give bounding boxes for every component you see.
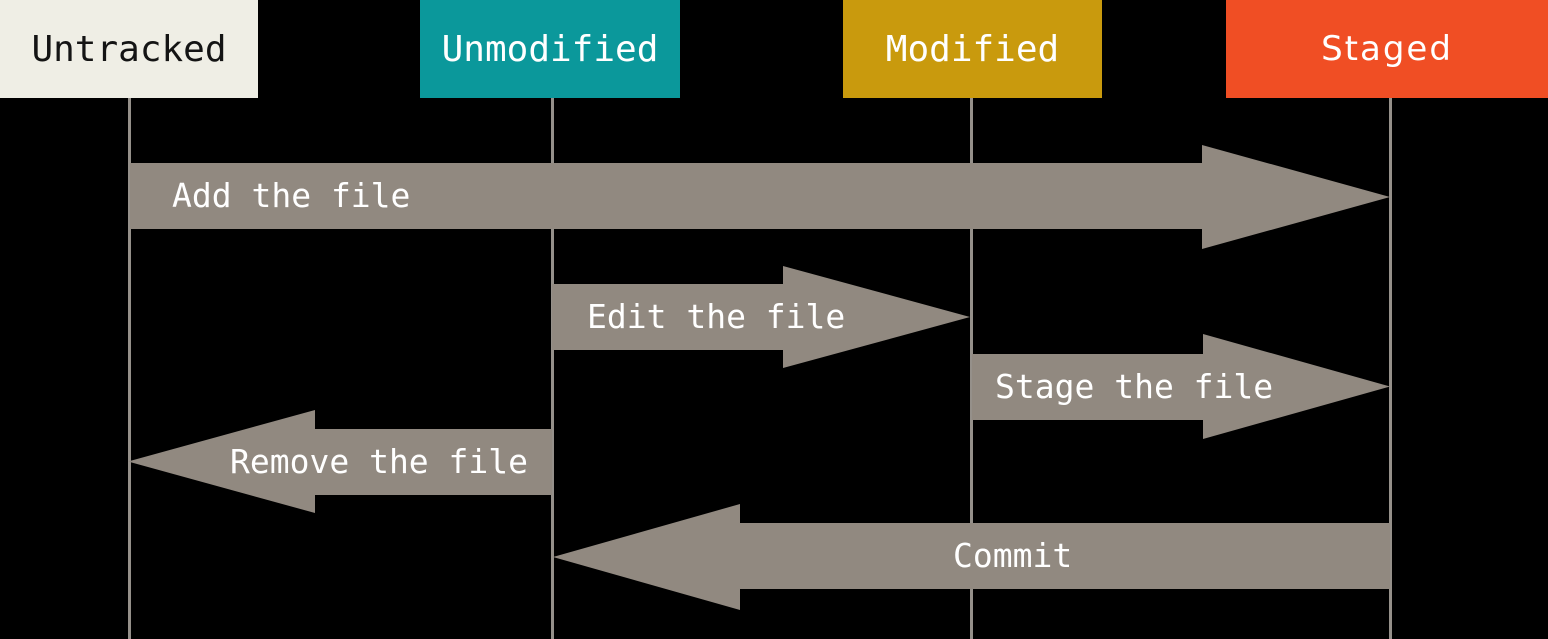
state-box-modified: Modified (843, 0, 1102, 98)
arrow-add-the-file: Add the file (130, 145, 1390, 249)
arrowhead-left-icon (553, 504, 740, 610)
state-box-staged: Staged (1226, 0, 1548, 98)
arrow-commit: Commit (553, 504, 1390, 610)
state-label-unmodified: Unmodified (441, 28, 659, 70)
arrow-remove-the-file: Remove the file (128, 410, 552, 513)
arrow-stage-the-file: Stage the file (972, 334, 1390, 439)
arrow-label: Remove the file (230, 442, 529, 481)
arrow-label: Edit the file (587, 297, 846, 336)
arrow-label: Stage the file (995, 367, 1274, 406)
state-box-unmodified: Unmodified (420, 0, 680, 98)
arrow-body (740, 523, 1390, 589)
arrowhead-right-icon (1202, 145, 1390, 249)
lifeline-untracked (128, 98, 131, 639)
state-label-staged: Staged (1321, 29, 1453, 69)
arrow-label: Add the file (172, 176, 411, 215)
lifeline-modified (970, 98, 973, 639)
arrow-body (552, 284, 783, 350)
lifeline-staged (1389, 98, 1392, 639)
state-label-untracked: Untracked (31, 28, 227, 70)
lifeline-unmodified (551, 98, 554, 639)
state-label-modified: Modified (885, 28, 1060, 70)
arrow-body (130, 163, 1202, 229)
state-box-untracked: Untracked (0, 0, 258, 98)
arrow-label: Commit (953, 536, 1073, 575)
arrow-edit-the-file: Edit the file (552, 266, 970, 368)
arrow-body (315, 429, 552, 495)
arrow-body (972, 354, 1203, 420)
